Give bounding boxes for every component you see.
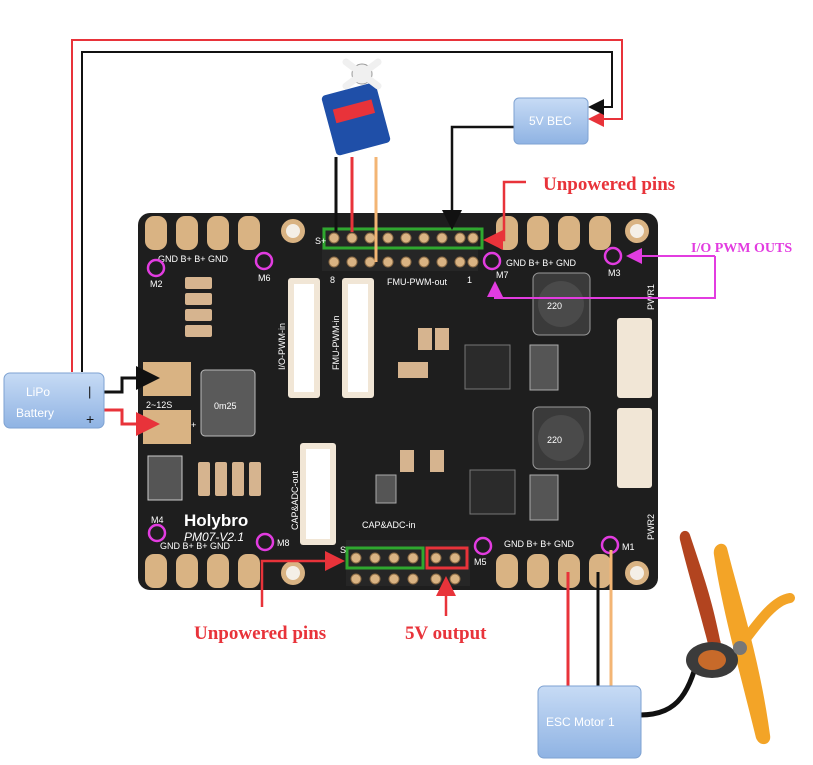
motor-propeller-icon [679, 530, 795, 745]
pwr1-label: PWR1 [646, 284, 656, 310]
diode [147, 455, 183, 501]
brand-label: Holybro [184, 511, 248, 530]
power-module-board: GND B+ B+ GND GND B+ B+ GND GND B+ B+ GN… [138, 213, 658, 590]
m6-label: M6 [258, 273, 271, 283]
unpowered-pins-top-highlight [322, 227, 484, 250]
m4-marker [147, 523, 167, 543]
mounting-holes [281, 219, 649, 585]
model-label: PM07-V2.1 [184, 530, 244, 544]
m6-marker [254, 251, 274, 271]
fmu-pwm-in-label: FMU-PWM-in [331, 316, 341, 371]
fmu-pwm-out-header [322, 227, 484, 271]
shunt-label: 0m25 [214, 401, 237, 411]
bec-label: 5V BEC [529, 114, 572, 128]
fmu-pwm-out-label: FMU-PWM-out [387, 277, 447, 287]
inductor-1: 220 [532, 272, 591, 336]
m2-label: M2 [150, 279, 163, 289]
m7-marker [482, 251, 502, 271]
svg-text:220: 220 [547, 435, 562, 445]
esc-box: ESC Motor 1 [537, 685, 642, 759]
svg-text:220: 220 [547, 301, 562, 311]
motor-pads-bottom-left [145, 554, 260, 588]
s-plus-label: S+ [315, 236, 326, 246]
cap-adc-out-connector [300, 443, 336, 545]
pin-8-label: 8 [330, 275, 335, 285]
m8-marker [255, 532, 275, 552]
lipo-minus-label: | [88, 384, 91, 399]
pad-row-bottom-left-label: GND B+ B+ GND [160, 541, 231, 551]
m3-label: M3 [608, 268, 621, 278]
lipo-battery-box: LiPo Battery | + [3, 372, 105, 429]
m1-label: M1 [622, 542, 635, 552]
unpowered-pins-top-label: Unpowered pins [543, 174, 675, 195]
shunt-resistor [200, 369, 256, 437]
unpowered-pins-bottom-label: Unpowered pins [194, 623, 326, 644]
m2-marker [146, 258, 166, 278]
wires [71, 39, 716, 718]
motor-pads-bottom-right [496, 554, 611, 588]
ic-chip-2 [469, 469, 516, 515]
io-pwm-outs-label: I/O PWM OUTS [691, 241, 792, 256]
m3-marker [603, 246, 623, 266]
cap-adc-in-label: CAP&ADC-in [362, 520, 416, 530]
pwr2-label: PWR2 [646, 514, 656, 540]
voltage-rating-label: 2~12S [146, 400, 172, 410]
pad-row-top-right-label: GND B+ B+ GND [506, 258, 577, 268]
cap-adc-in-header [345, 540, 470, 586]
lipo-label-line1: LiPo [26, 385, 50, 399]
pad-row-top-left-label: GND B+ B+ GND [158, 254, 229, 264]
five-v-output-highlight [425, 546, 469, 570]
lipo-plus-label: + [86, 411, 94, 427]
five-v-output-label: 5V output [405, 623, 487, 644]
svg-text:+: + [191, 420, 196, 430]
fmu-pwm-in-connector [342, 278, 374, 398]
bec-box: 5V BEC [513, 97, 589, 145]
m5-marker [473, 536, 493, 556]
lipo-label-line2: Battery [16, 406, 54, 420]
unpowered-pins-bottom-highlight [345, 546, 425, 570]
esc-label: ESC Motor 1 [546, 715, 615, 729]
m8-label: M8 [277, 538, 290, 548]
capacitor-bank-left [185, 277, 212, 337]
m7-label: M7 [496, 270, 509, 280]
inductor-2: 220 [532, 406, 591, 470]
m5-label: M5 [474, 557, 487, 567]
pin-1-label: 1 [467, 275, 472, 285]
pwr2-connector [617, 408, 652, 488]
cap-adc-out-label: CAP&ADC-out [290, 470, 300, 530]
pwr1-connector [617, 318, 652, 398]
servo-icon [321, 58, 391, 156]
io-pwm-in-label: I/O-PWM-in [277, 323, 287, 370]
m4-label: M4 [151, 515, 164, 525]
ic-chip-1 [464, 344, 511, 390]
s-bottom-label: S [340, 545, 346, 555]
capacitor-bank-bottom [198, 462, 261, 496]
io-pwm-in-connector [288, 278, 320, 398]
pad-row-bottom-right-label: GND B+ B+ GND [504, 539, 575, 549]
battery-positive-pad [143, 410, 191, 444]
motor-pads-top-left [145, 216, 260, 250]
